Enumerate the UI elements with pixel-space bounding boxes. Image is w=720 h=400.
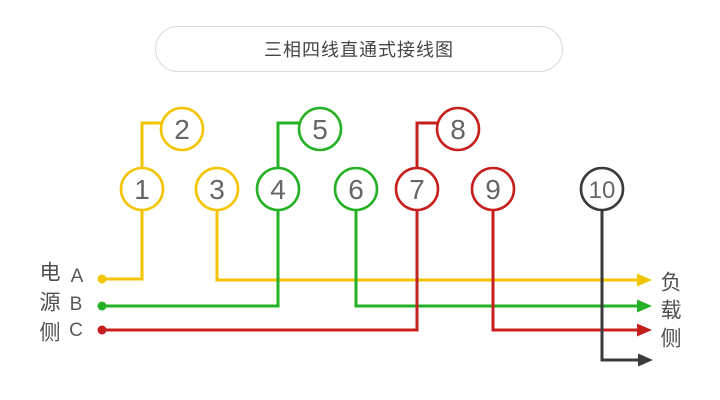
terminal-3-number: 3	[209, 174, 225, 205]
source-terminal-dot-a	[97, 274, 107, 284]
terminal-8-number: 8	[450, 114, 466, 145]
terminal-1	[119, 166, 165, 212]
terminal-4-number: 4	[270, 174, 286, 205]
load-arrow-b-icon	[637, 299, 652, 313]
wire-phase-b-source	[102, 189, 280, 308]
terminal-8	[435, 106, 481, 152]
wire-phase-c-source	[102, 189, 419, 332]
load-arrow-neutral-icon	[638, 353, 653, 367]
terminal-5-number: 5	[312, 114, 328, 145]
terminal-4	[255, 166, 301, 212]
terminal-1-number: 1	[134, 174, 150, 205]
diagram-title-pill: 三相四线直通式接线图	[155, 26, 563, 72]
source-terminal-dot-c	[97, 325, 107, 335]
terminal-9-number: 9	[485, 174, 501, 205]
terminal-7-number: 7	[409, 174, 425, 205]
wire-neutral-load	[600, 189, 638, 362]
load-side-label: 负载侧	[658, 271, 681, 355]
load-arrow-a-icon	[637, 273, 652, 287]
wire-phase-c-load	[491, 189, 637, 332]
source-terminal-dot-b	[97, 301, 107, 311]
terminal-3	[194, 166, 240, 212]
phase-c-label: C	[69, 320, 83, 341]
diagram-title: 三相四线直通式接线图	[264, 40, 454, 60]
terminal-10-number: 10	[589, 177, 616, 204]
wire-phase-b-load	[354, 189, 637, 308]
terminal-6	[333, 166, 379, 212]
phase-b-label: B	[69, 294, 83, 315]
terminal-10	[579, 166, 625, 212]
wire-phase-a-load	[215, 189, 637, 282]
source-side-label: 电源侧	[37, 261, 60, 351]
terminal-9	[470, 166, 516, 212]
terminal-5	[297, 106, 343, 152]
terminal-6-number: 6	[348, 174, 364, 205]
load-arrow-c-icon	[637, 323, 652, 337]
phase-a-label: A	[70, 266, 84, 287]
wire-phase-a-source	[102, 189, 144, 281]
terminal-7	[394, 166, 440, 212]
terminal-2	[159, 106, 205, 152]
terminal-2-number: 2	[174, 114, 190, 145]
